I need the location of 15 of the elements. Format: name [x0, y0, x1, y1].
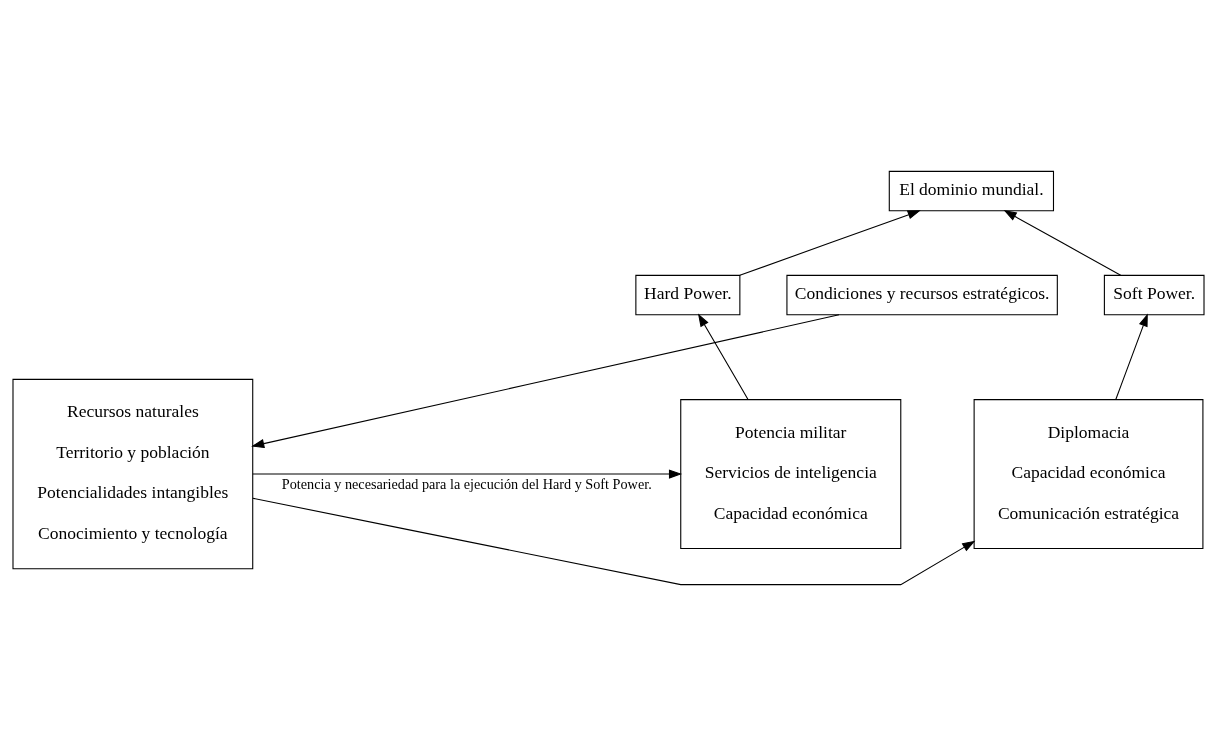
arrow: [1115, 312, 1148, 400]
arrow: [1003, 209, 1122, 276]
node-box: El dominio mundial.: [888, 170, 1055, 211]
arrow: [251, 313, 840, 448]
node-box: Recursos naturales Territorio y población Potencialidades intangibles Conocimiento y tecnología: [12, 378, 254, 569]
node-box: Condiciones y recursos estratégicos.: [786, 274, 1058, 315]
node-box: Soft Power.: [1103, 274, 1205, 315]
arrow: [697, 313, 749, 400]
node-box: Hard Power.: [635, 274, 741, 315]
arrow: [739, 209, 921, 276]
edge-label: Potencia y necesariedad para la ejecución del Hard y Soft Power.: [281, 475, 652, 492]
node-box: Diplomacia Capacidad económica Comunicación estratégica: [973, 398, 1204, 549]
arrow: [252, 468, 683, 479]
arrow: [252, 497, 976, 585]
node-box: Potencia militar Servicios de inteligencia Capacidad económica: [680, 398, 902, 549]
